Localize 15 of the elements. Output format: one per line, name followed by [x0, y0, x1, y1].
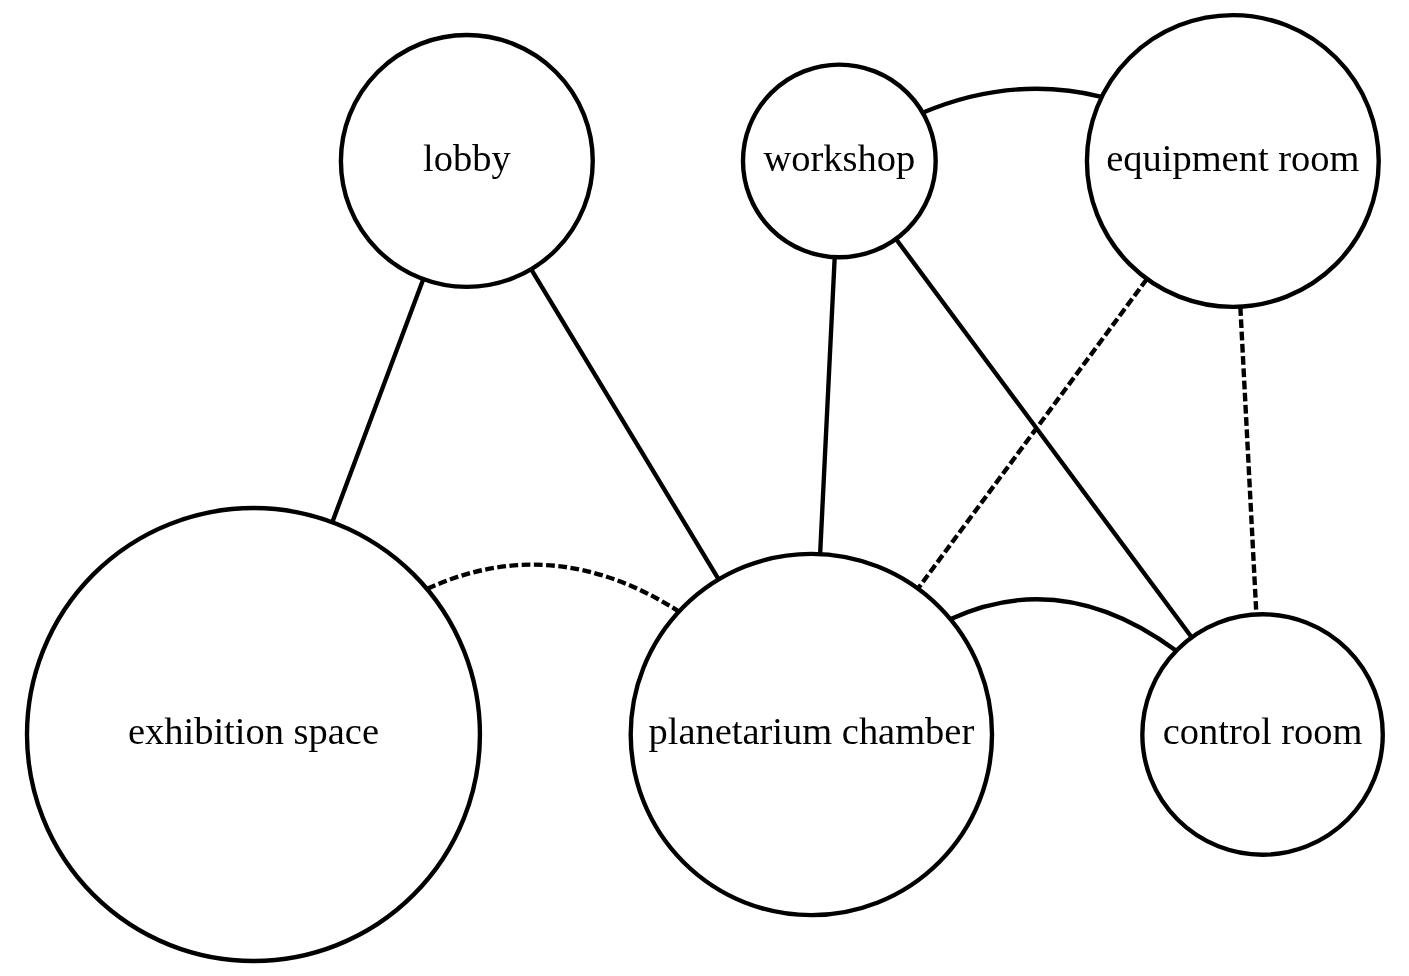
node-circle: lobby [338, 32, 595, 290]
connector [915, 278, 1148, 590]
connector [1237, 307, 1259, 614]
connector [948, 597, 1177, 653]
node-circle: workshop [740, 62, 938, 260]
connector [817, 257, 837, 555]
connector [528, 268, 721, 581]
connector [329, 278, 425, 523]
node-circle: control room [1139, 612, 1385, 857]
node-circle: equipment room [1084, 12, 1381, 310]
connector [921, 86, 1102, 115]
node-circle: planetarium chamber [628, 551, 994, 918]
connector [425, 562, 680, 614]
node-circle: exhibition space [24, 505, 482, 964]
connector [893, 237, 1193, 639]
